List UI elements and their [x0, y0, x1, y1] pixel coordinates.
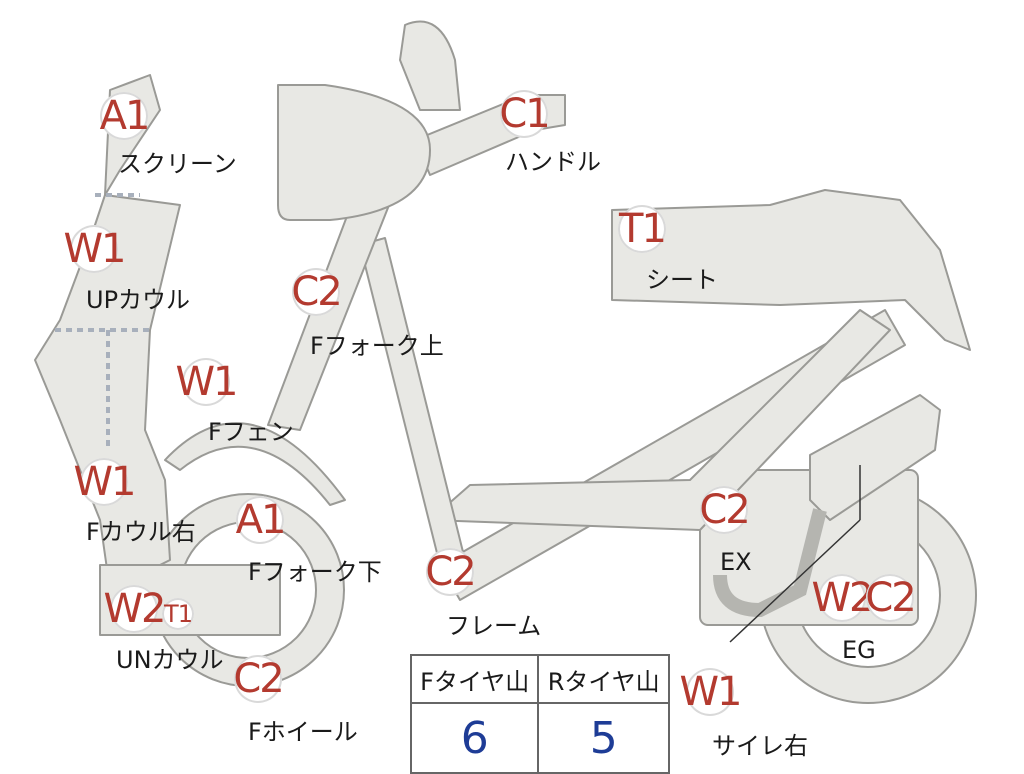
part-code-silencer-right: W1	[679, 668, 743, 716]
part-name-frame: フレーム	[446, 612, 542, 640]
part-code-up-cowl: W1	[63, 225, 127, 273]
part-name-up-cowl: UPカウル	[86, 286, 191, 314]
rear-tire-header: Rタイヤ山	[537, 654, 670, 704]
part-name-front-wheel: Fホイール	[248, 718, 358, 746]
part-code-front-cowl-right: W1	[73, 458, 137, 506]
part-code-front-wheel: C2	[233, 655, 285, 703]
rear-tire-value: 5	[537, 702, 670, 774]
part-code-seat: T1	[618, 205, 667, 253]
headlight	[277, 84, 431, 221]
part-code-under-cowl: W2	[103, 585, 167, 633]
part-code-front-fork-upper: C2	[291, 268, 343, 316]
part-name-seat: シート	[646, 266, 718, 294]
part-name-silencer-right: サイレ右	[712, 732, 808, 760]
part-name-exhaust: EX	[720, 548, 752, 576]
part-name-under-cowl: UNカウル	[116, 646, 224, 674]
part-name-handlebar: ハンドル	[505, 148, 601, 176]
part-code-front-fender: W1	[175, 358, 239, 406]
part-code-front-fork-lower: A1	[235, 496, 286, 544]
part-code-engine-2: C2	[865, 574, 917, 622]
part-code-screen: A1	[99, 92, 150, 140]
part-name-front-cowl-right: Fカウル右	[86, 518, 196, 546]
front-tire-header: Fタイヤ山	[409, 654, 540, 704]
part-code-engine: W2	[811, 574, 875, 622]
part-code-handlebar: C1	[499, 90, 551, 138]
part-name-front-fork-lower: Fフォーク下	[248, 558, 382, 586]
part-name-screen: スクリーン	[118, 150, 237, 178]
tire-tread-table: Fタイヤ山 Rタイヤ山 6 5	[409, 654, 670, 774]
part-name-engine: EG	[842, 636, 876, 664]
part-code-under-cowl-2: T1	[162, 598, 194, 630]
front-fender	[164, 422, 346, 506]
part-code-frame: C2	[425, 548, 477, 596]
part-name-front-fork-upper: Fフォーク上	[310, 332, 444, 360]
front-tire-value: 6	[409, 702, 540, 774]
seat	[611, 189, 971, 351]
part-code-exhaust: C2	[699, 486, 751, 534]
part-name-front-fender: Fフェン	[208, 418, 294, 446]
